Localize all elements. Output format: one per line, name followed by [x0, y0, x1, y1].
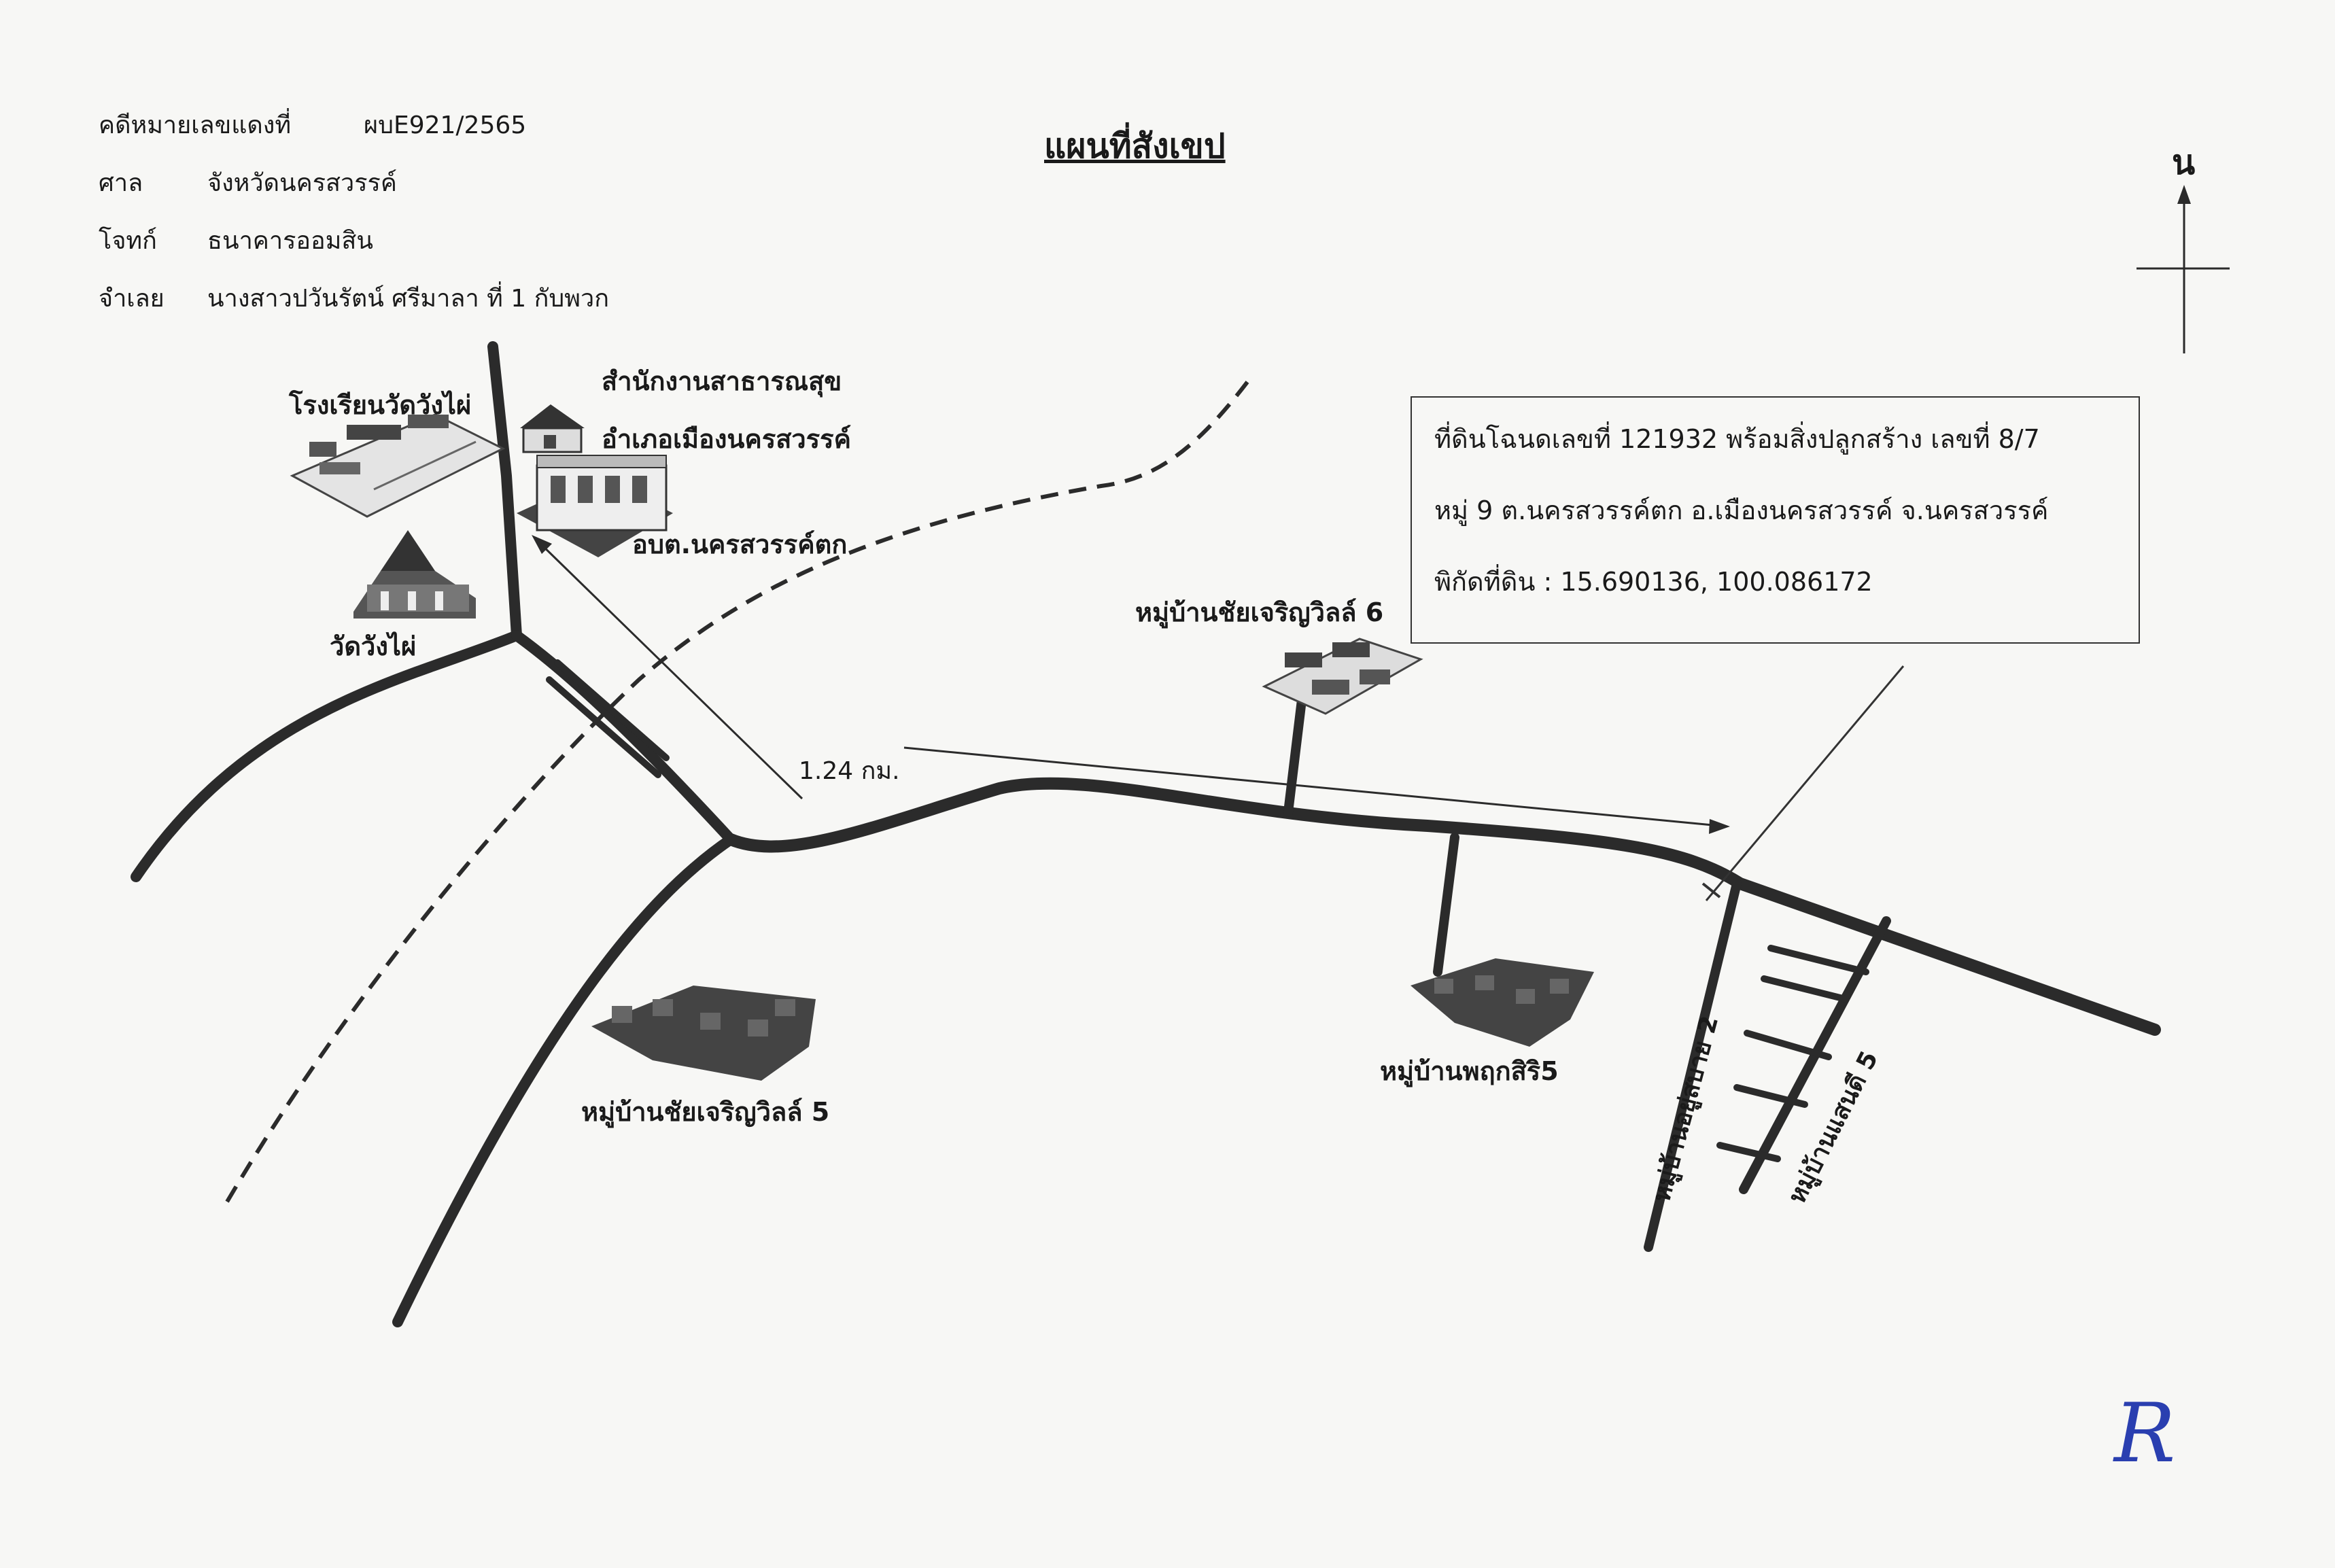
road-south-branch: [392, 834, 736, 1327]
village-6-icon: [1262, 638, 1423, 715]
distance-arrow-line: [536, 539, 803, 800]
label-village-5: หมู่บ้านชัยเจริญวิลล์ 5: [581, 1097, 830, 1127]
railway-dashed-line: [222, 381, 1249, 1208]
label-school: โรงเรียนวัดวังไผ่: [289, 390, 472, 420]
property-info-box: ที่ดินโฉนดเลขที่ 121932 พร้อมสิ่งปลูกสร้…: [1411, 396, 2140, 644]
bridge-line-2: [546, 676, 661, 778]
road-saendee-soi-5: [1716, 1142, 1781, 1162]
info-line-coordinates: พิกัดที่ดิน : 15.690136, 100.086172: [1434, 567, 1873, 597]
page-title: แผนที่สังเขป: [1044, 126, 1226, 166]
label-temple: วัดวังไผ่: [330, 631, 417, 661]
label-distance: 1.24 กม.: [799, 757, 900, 785]
label-sao: อบต.นครสวรรค์ตก: [632, 529, 848, 559]
village-5-icon: [591, 986, 816, 1081]
label-village-pruksiri: หมู่บ้านพฤกสิริ5: [1380, 1056, 1559, 1086]
distance-arrow-head-east: [1709, 819, 1730, 834]
school-icon: [290, 413, 506, 518]
plaintiff-value: ธนาคารออมสิน: [207, 227, 373, 255]
north-arrow-head: [2177, 185, 2191, 204]
plaintiff-label: โจทก์: [99, 227, 157, 255]
road-spur-village6: [1283, 695, 1307, 817]
case-number-value: ผบE921/2565: [364, 111, 527, 139]
road-saendee-soi-3: [1744, 1030, 1832, 1060]
court-label: ศาล: [99, 169, 143, 197]
info-line-deed: ที่ดินโฉนดเลขที่ 121932 พร้อมสิ่งปลูกสร้…: [1434, 424, 2040, 454]
road-spur-pruksiri: [1433, 833, 1459, 977]
road-north-vertical: [487, 341, 522, 641]
info-line-address: หมู่ 9 ต.นครสวรรค์ตก อ.เมืองนครสวรรค์ จ.…: [1434, 495, 2049, 525]
sao-building-icon: [517, 455, 673, 557]
label-health-office-1: สำนักงานสาธารณสุข: [602, 366, 842, 396]
distance-arrow-head-north: [532, 535, 552, 554]
road-saendee-soi-2: [1761, 975, 1849, 1003]
property-marker: [1701, 882, 1721, 899]
road-saendee-soi-4: [1733, 1084, 1808, 1108]
road-yusabai: [1644, 879, 1742, 1252]
bridge-line-1: [554, 659, 670, 761]
handwritten-initial: R: [2114, 1387, 2176, 1481]
temple-icon: [353, 530, 476, 619]
distance-arrow-line-east: [903, 746, 1720, 827]
info-leader-line: [1705, 665, 1905, 901]
road-main-east: [725, 777, 2161, 1036]
label-village-6: หมู่บ้านชัยเจริญวิลล์ 6: [1135, 597, 1384, 627]
village-pruksiri-icon: [1411, 958, 1594, 1047]
label-health-office-2: อำเภอเมืองนครสวรรค์: [602, 424, 852, 454]
north-label: น: [2172, 143, 2196, 182]
defendant-label: จำเลย: [99, 285, 165, 313]
road-main-diagonal: [511, 630, 736, 845]
road-saendee-soi-1: [1767, 945, 1869, 975]
defendant-value: นางสาวปวันรัตน์ ศรีมาลา ที่ 1 กับพวก: [207, 285, 610, 313]
case-number-label: คดีหมายเลขแดงที่: [99, 111, 292, 139]
health-office-icon: [520, 404, 585, 453]
road-west-branch: [131, 630, 522, 882]
court-value: จังหวัดนครสวรรค์: [207, 169, 397, 197]
north-arrow-icon: [2137, 204, 2230, 353]
